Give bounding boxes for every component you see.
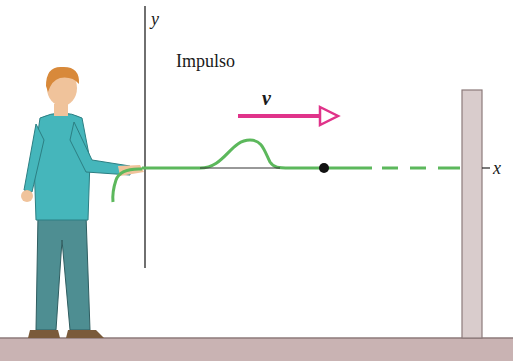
marked-point xyxy=(319,163,329,173)
axis-label: y xyxy=(151,10,159,28)
pulse-label: Impulso xyxy=(176,52,235,70)
string xyxy=(113,140,460,202)
wall xyxy=(462,90,482,338)
y-axis xyxy=(144,6,145,268)
velocity-label: v xyxy=(262,88,271,108)
person xyxy=(21,67,144,338)
axis-label: x xyxy=(493,159,501,177)
baseline xyxy=(200,168,280,169)
velocity-arrow xyxy=(238,107,338,125)
x-axis-tick xyxy=(482,167,490,168)
floor xyxy=(0,338,513,361)
